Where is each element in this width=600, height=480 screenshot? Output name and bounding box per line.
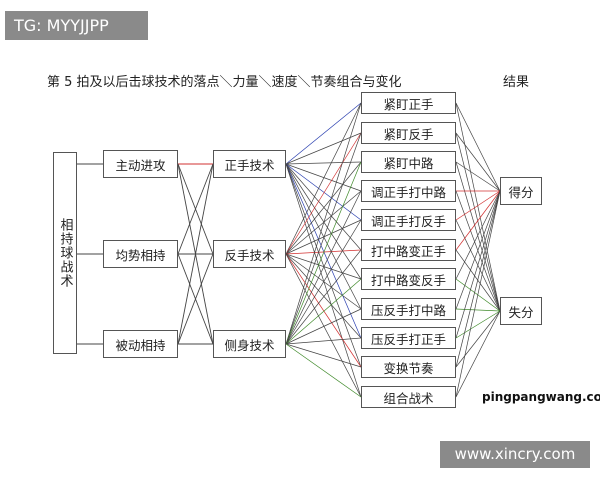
technique-node: 正手技术 <box>213 150 286 178</box>
connector-line <box>455 102 501 312</box>
connector-line <box>285 163 362 310</box>
connector-line <box>455 190 501 368</box>
connector-line <box>455 190 501 398</box>
connector-line <box>285 253 362 339</box>
connector-line <box>285 253 362 368</box>
connector-line <box>455 190 501 221</box>
attack-mode-node: 被动相持 <box>103 330 178 358</box>
connector-line <box>455 310 501 368</box>
placement-node: 紧盯正手 <box>361 92 456 114</box>
attack-mode-node: 主动进攻 <box>103 150 178 178</box>
connector-line <box>285 163 362 280</box>
placement-node: 压反手打正手 <box>361 327 456 349</box>
placement-node: 紧盯反手 <box>361 122 456 144</box>
connector-line <box>455 310 501 398</box>
connector-line <box>285 249 362 345</box>
connector-line <box>285 278 362 345</box>
connector-line <box>455 102 501 192</box>
connector-line <box>285 132 362 255</box>
site-watermark: pingpangwang.com <box>482 390 600 404</box>
connector-line <box>455 132 501 192</box>
connector-line <box>285 102 362 255</box>
url-watermark: www.xincry.com <box>440 441 590 468</box>
connector-line <box>455 190 501 251</box>
attack-mode-node: 均势相持 <box>103 240 178 268</box>
connector-line <box>455 161 501 312</box>
placement-node: 紧盯中路 <box>361 151 456 173</box>
placement-node: 组合战术 <box>361 386 456 408</box>
lose-node: 失分 <box>500 297 542 325</box>
connector-line <box>177 163 214 255</box>
connector-line <box>285 163 362 192</box>
connector-line <box>455 308 501 312</box>
connector-line <box>285 163 362 398</box>
diagram-title: 第 5 拍及以后击球技术的落点＼力量＼速度＼节奏组合与变化 <box>47 75 402 90</box>
connector-line <box>455 161 501 192</box>
score-node: 得分 <box>500 177 542 205</box>
connector-line <box>177 253 214 345</box>
connector-line <box>455 310 501 339</box>
connector-line <box>455 132 501 312</box>
rally-tactics-box: 相持球战术 <box>53 152 77 354</box>
connector-line <box>285 132 362 165</box>
connector-line <box>285 163 362 221</box>
placement-node: 调正手打反手 <box>361 209 456 231</box>
connector-line <box>285 163 362 339</box>
placement-node: 调正手打中路 <box>361 180 456 202</box>
connector-line <box>285 161 362 165</box>
technique-node: 反手技术 <box>213 240 286 268</box>
connector-line <box>285 249 362 255</box>
placement-node: 打中路变反手 <box>361 268 456 290</box>
connector-line <box>285 219 362 345</box>
connector-line <box>285 308 362 345</box>
connector-line <box>285 337 362 345</box>
tg-watermark: TG: MYYJJPP <box>5 11 148 40</box>
connector-line <box>285 253 362 280</box>
placement-node: 变换节奏 <box>361 356 456 378</box>
connector-line <box>285 132 362 345</box>
connector-line <box>285 190 362 345</box>
placement-node: 压反手打中路 <box>361 298 456 320</box>
connector-line <box>455 190 501 280</box>
connector-line <box>285 163 362 251</box>
connector-line <box>285 253 362 398</box>
connector-line <box>455 190 501 310</box>
connector-line <box>177 163 214 345</box>
connector-line <box>285 161 362 255</box>
connector-line <box>455 249 501 312</box>
connector-line <box>285 163 362 368</box>
result-heading: 结果 <box>503 75 530 90</box>
connector-line <box>285 343 362 368</box>
connector-line <box>285 219 362 255</box>
technique-node: 侧身技术 <box>213 330 286 358</box>
connector-line <box>285 102 362 165</box>
connector-line <box>285 161 362 345</box>
connector-line <box>455 190 501 339</box>
placement-node: 打中路变正手 <box>361 239 456 261</box>
connector-line <box>285 102 362 345</box>
connector-line <box>285 343 362 398</box>
